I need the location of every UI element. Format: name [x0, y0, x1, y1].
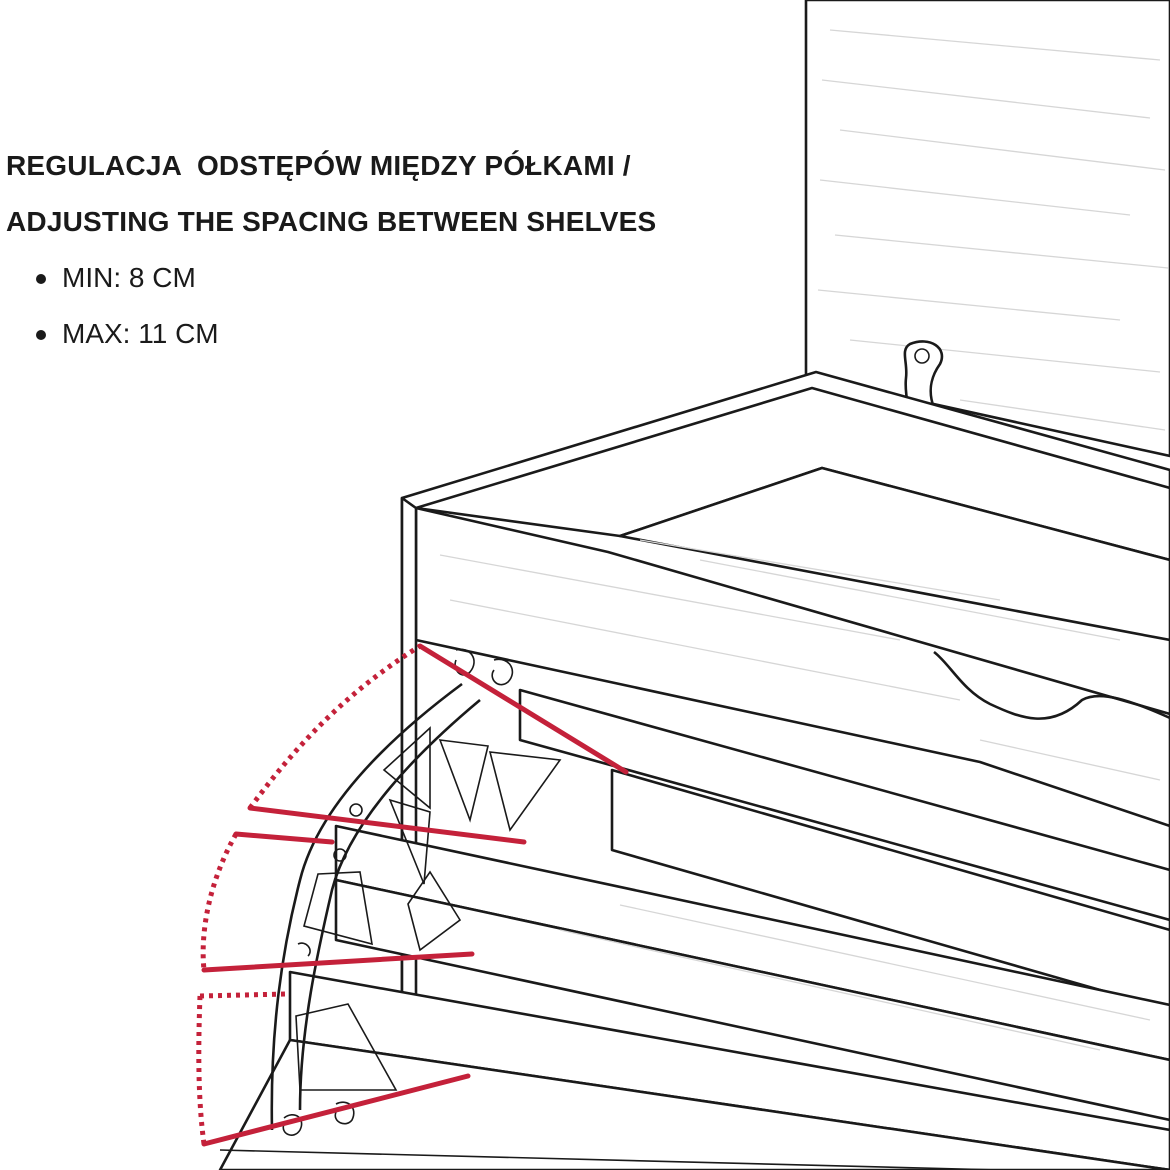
spacing-line-4 [201, 951, 475, 973]
spacing-arc-lower-top [199, 991, 287, 999]
spec-list: MIN: 8 CM MAX: 11 CM [6, 250, 766, 362]
back-panel [804, 0, 1170, 458]
bullet-dot-icon [36, 330, 46, 340]
spacing-line-1 [417, 643, 629, 775]
spec-item-min: MIN: 8 CM [34, 250, 766, 306]
spec-item-max: MAX: 11 CM [34, 306, 766, 362]
spacing-line-5 [201, 1073, 471, 1147]
spec-label-max: MAX: 11 CM [62, 318, 219, 349]
spec-panel: REGULACJA ODSTĘPÓW MIĘDZY PÓŁKAMI / ADJU… [6, 138, 766, 362]
spacing-arc-lower [196, 995, 207, 1145]
bullet-dot-icon [36, 274, 46, 284]
shelf-upper [518, 688, 1170, 1012]
spacing-arc-middle [200, 832, 239, 971]
top-box-grain [439, 539, 1161, 781]
heading-english: ADJUSTING THE SPACING BETWEEN SHELVES [6, 206, 657, 237]
shelf-middle [334, 824, 1170, 1122]
folding-bracket [270, 648, 562, 1136]
spacing-line-2 [247, 805, 527, 845]
spacing-line-3 [233, 831, 335, 845]
spec-label-min: MIN: 8 CM [62, 262, 196, 293]
spacing-indicators [196, 643, 629, 1147]
spacing-arc-upper [247, 643, 422, 810]
back-panel-grain [817, 29, 1169, 431]
heading-polish: REGULACJA ODSTĘPÓW MIĘDZY PÓŁKAMI / [6, 150, 631, 181]
shelf-middle-grain [559, 904, 1151, 1051]
shelf-lower [218, 970, 1170, 1170]
